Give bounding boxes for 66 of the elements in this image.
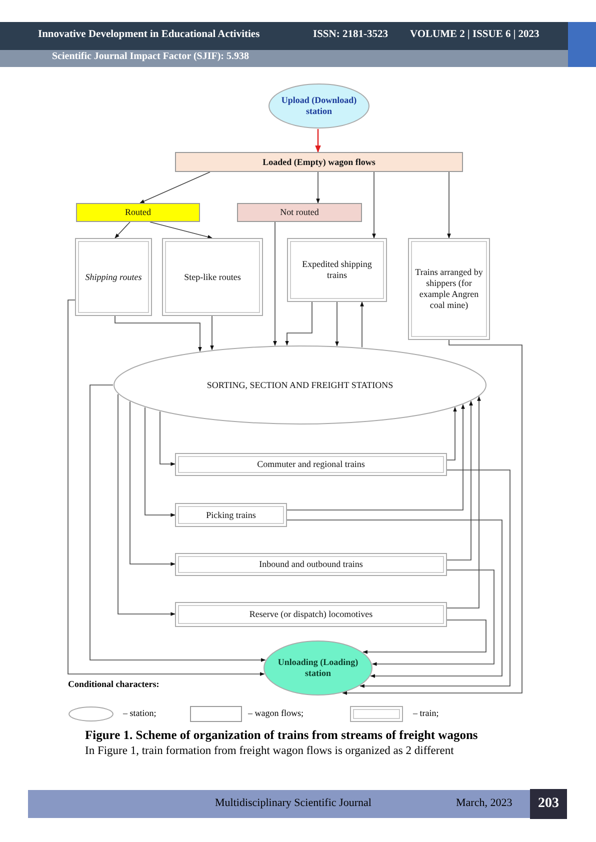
node-label: Trains arranged by shippers (for example Angren coal mine) (414, 267, 484, 311)
node-label: Commuter and regional trains (256, 459, 366, 470)
text-label: In Figure 1, train formation from freight wagon flows is organized as 2 different (85, 745, 454, 757)
flow-box (76, 203, 200, 222)
arrow (114, 222, 130, 238)
legend-label: – station; (123, 708, 156, 718)
node-label: Shipping routes (84, 272, 143, 282)
arrow (360, 470, 510, 688)
node-label: Routed (124, 207, 152, 218)
flow-box (237, 203, 362, 222)
arrow (273, 222, 277, 346)
train-box (408, 238, 490, 340)
arrow (210, 316, 214, 350)
text-label: Scientific Journal Impact Factor (SJIF): 5.938 (52, 51, 250, 62)
arrow (150, 222, 212, 239)
node-label: Unloading (Loading) station (276, 657, 360, 679)
node-label: Not routed (279, 207, 320, 218)
flow-box (175, 152, 463, 172)
arrow (160, 411, 176, 466)
legend-heading: Conditional characters: (68, 679, 160, 689)
text-label: ISSN: 2181-3523 (313, 29, 388, 40)
train-box (175, 553, 447, 576)
arrow (342, 340, 522, 695)
arrow (140, 172, 210, 204)
arrow (446, 400, 473, 560)
arrow (446, 396, 481, 608)
node-label: Reserve (or dispatch) locomotives (248, 609, 374, 620)
train-box (175, 503, 287, 527)
train-box (175, 602, 447, 627)
text-label: March, 2023 (456, 797, 512, 809)
train-box (287, 238, 387, 302)
text-label: Innovative Development in Educational Activities (38, 29, 260, 40)
train-box (162, 238, 263, 316)
node-label: Inbound and outbound trains (258, 559, 364, 570)
node-label: Upload (Download) station (280, 95, 358, 117)
arrow (316, 172, 320, 204)
arrow (286, 404, 465, 510)
arrow (372, 172, 376, 238)
arrow (362, 620, 486, 654)
arrow (335, 302, 339, 346)
arrow (372, 570, 494, 666)
text-label: VOLUME 2 | ISSUE 6 | 2023 (410, 29, 540, 40)
page-number: 203 (530, 789, 567, 819)
train-box (75, 238, 152, 316)
arrow (130, 401, 176, 566)
node-label: Loaded (Empty) wagon flows (262, 156, 376, 168)
node-label: SORTING, SECTION AND FREIGHT STATIONS (206, 380, 394, 390)
arrow (285, 302, 312, 346)
train-box (175, 453, 447, 476)
arrow (315, 129, 321, 153)
arrow (446, 406, 457, 460)
arrow (286, 520, 502, 678)
arrow (90, 384, 266, 662)
arrow (114, 316, 202, 352)
arrow (447, 172, 451, 238)
arrow (68, 300, 265, 676)
arrow (118, 394, 176, 616)
node-label: Step-like routes (183, 272, 242, 282)
arrow (360, 302, 364, 348)
legend-label: – train; (413, 708, 439, 718)
arrow (144, 406, 176, 517)
legend-label: – wagon flows; (248, 708, 304, 718)
figure-caption: Figure 1. Scheme of organization of trains from streams of freight wagons (85, 728, 478, 743)
node-label: Expedited shipping trains (301, 259, 373, 281)
node-label: Picking trains (205, 510, 257, 520)
text-label: Multidisciplinary Scientific Journal (215, 797, 372, 809)
